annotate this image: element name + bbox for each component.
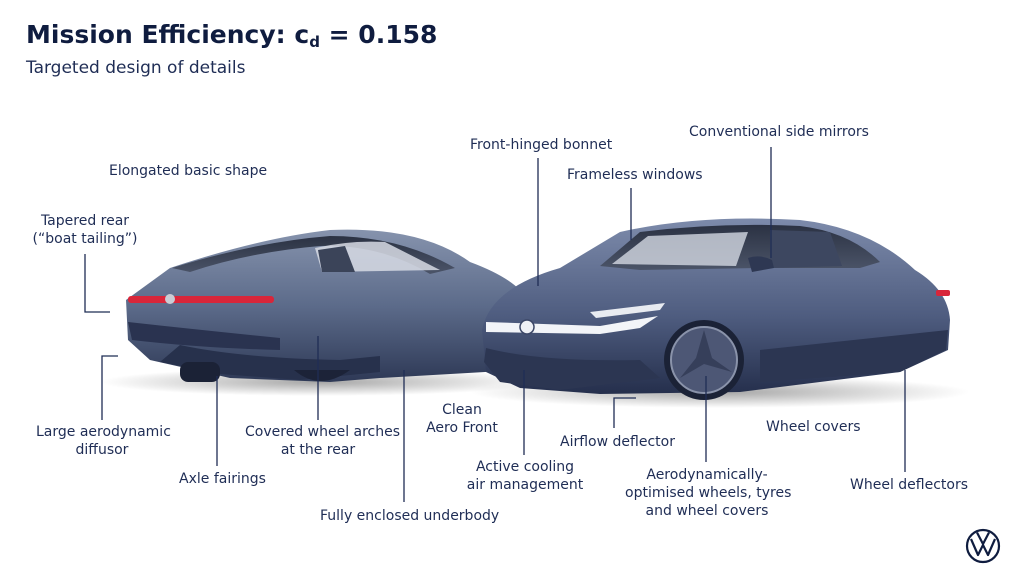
label-side-mirrors: Conventional side mirrors — [689, 124, 869, 140]
vw-logo-icon — [965, 528, 1001, 564]
callout-line-deflector — [613, 397, 636, 428]
label-wheel-deflectors: Wheel deflectors — [850, 477, 969, 493]
front-brand-icon — [519, 319, 535, 335]
label-underbody: Fully enclosed underbody — [320, 508, 500, 524]
front-car — [470, 218, 970, 408]
callout-lines — [84, 147, 906, 502]
tail-light-bar — [128, 296, 274, 303]
label-wheel-covers: Wheel covers — [766, 419, 861, 435]
label-airflow-deflector: Airflow deflector — [560, 434, 675, 450]
callout-line-tapered — [84, 254, 110, 313]
label-front-hinged-bonnet: Front-hinged bonnet — [470, 137, 613, 153]
label-elongated-shape: Elongated basic shape — [109, 163, 268, 179]
rear-car — [100, 229, 540, 396]
page-subtitle: Targeted design of details — [26, 58, 246, 78]
page-title: Mission Efficiency: cd = 0.158 — [26, 20, 438, 51]
callout-line-diffusor — [101, 355, 118, 420]
label-axle-fairings: Axle fairings — [179, 471, 266, 487]
title-subscript: d — [309, 33, 320, 51]
side-mirror — [748, 256, 774, 272]
label-frameless-windows: Frameless windows — [567, 167, 703, 183]
rear-brand-icon — [165, 294, 175, 304]
label-tapered-rear: Tapered rear(“boat tailing”) — [32, 213, 138, 247]
